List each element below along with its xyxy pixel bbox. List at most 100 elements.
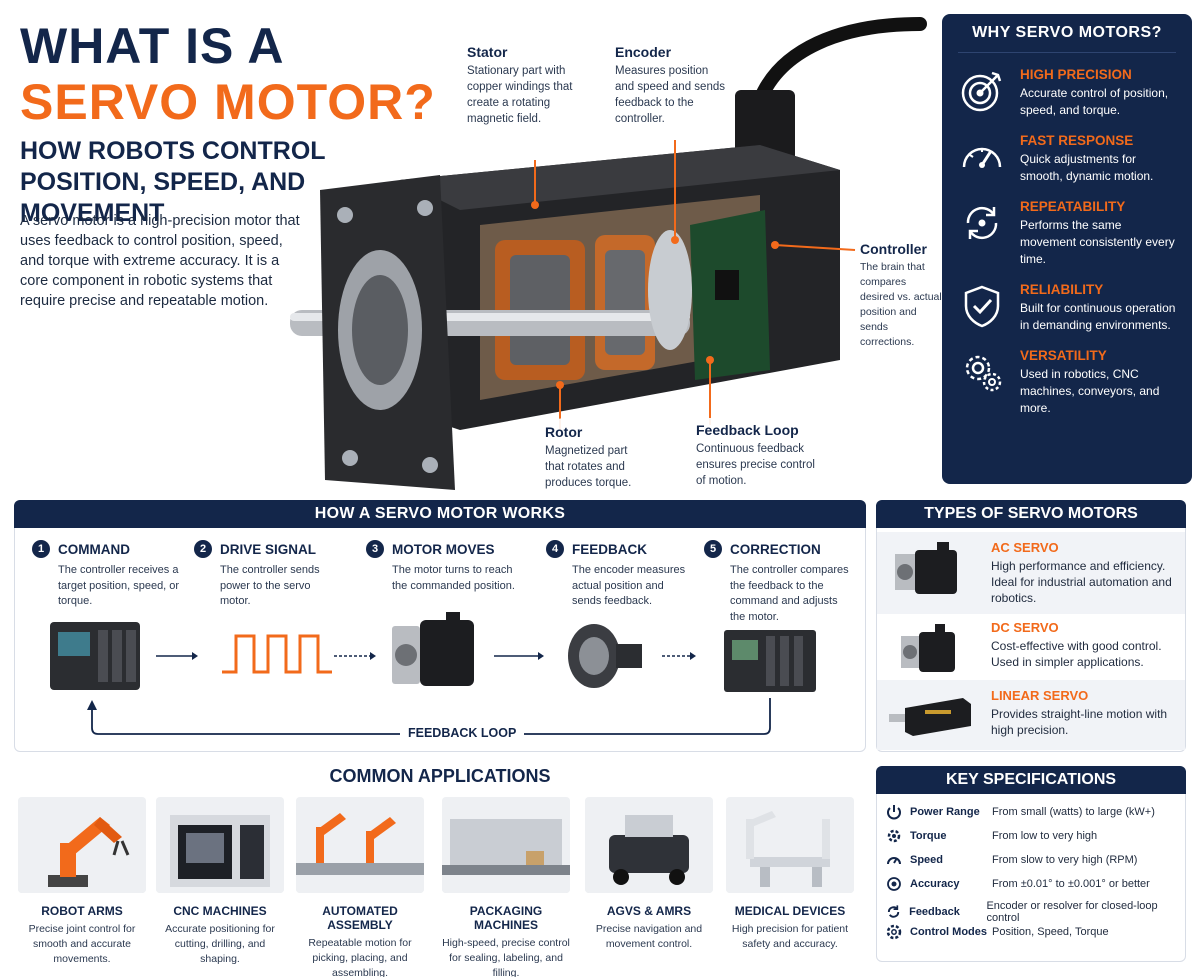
step-text: The controller compares the feedback to … xyxy=(730,564,849,623)
accuracy-icon xyxy=(887,877,901,891)
app-title: ROBOT ARMS xyxy=(41,904,123,918)
why-item-text: Quick adjustments for smooth, dynamic mo… xyxy=(1020,152,1154,183)
key-specifications-title: KEY SPECIFICATIONS xyxy=(876,766,1186,794)
spec-value: Position, Speed, Torque xyxy=(992,926,1109,938)
packaging-machine-image xyxy=(442,797,570,893)
target-icon xyxy=(961,71,1002,112)
how-it-works-flow-graphic xyxy=(50,612,816,735)
encoder-image xyxy=(568,624,642,688)
step-text: The controller sends power to the servo … xyxy=(220,564,320,607)
gears-icon xyxy=(965,355,1002,392)
spec-value: From low to very high xyxy=(992,830,1098,842)
why-servo-panel: WHY SERVO MOTORS? HIGH PRECISION Accurat… xyxy=(942,14,1192,484)
medical-robot-image xyxy=(726,797,854,893)
spec-label: Feedback xyxy=(909,906,960,918)
app-packaging-machines: PACKAGING MACHINES High-speed, precise c… xyxy=(442,797,570,977)
spec-row-accuracy: Accuracy From ±0.01° to ±0.001° or bette… xyxy=(886,876,1182,892)
type-linear-servo: LINEAR SERVO Provides straight-line moti… xyxy=(877,680,1185,750)
type-text: High performance and efficiency. Ideal f… xyxy=(991,559,1172,605)
speedometer-icon xyxy=(962,147,1002,168)
step-title: CORRECTION xyxy=(730,541,821,557)
servo-motor-image xyxy=(392,612,474,686)
why-item-title: REPEATABILITY xyxy=(1020,199,1126,214)
hero-description: A servo motor is a high-precision motor … xyxy=(20,213,300,309)
app-title: PACKAGING MACHINES xyxy=(469,904,543,932)
app-text: Precise joint control for smooth and acc… xyxy=(28,923,136,965)
why-item-reliability: RELIABILITY Built for continuous operati… xyxy=(958,282,1176,334)
torque-icon xyxy=(887,829,901,843)
app-text: Precise navigation and movement control. xyxy=(595,923,703,950)
why-item-precision: HIGH PRECISION Accurate control of posit… xyxy=(958,67,1176,119)
type-title: AC SERVO xyxy=(991,540,1059,555)
callout-stator: Stator Stationary part with copper windi… xyxy=(467,44,587,127)
type-title: DC SERVO xyxy=(991,620,1059,635)
app-text: High precision for patient safety and ac… xyxy=(731,923,849,950)
app-cnc-machines: CNC MACHINES Accurate positioning for cu… xyxy=(156,797,284,967)
spec-label: Accuracy xyxy=(910,878,960,890)
why-item-response: FAST RESPONSE Quick adjustments for smoo… xyxy=(958,133,1176,185)
app-text: Repeatable motion for picking, placing, … xyxy=(308,937,412,977)
callout-controller-title: Controller xyxy=(860,241,927,257)
spec-row-feedback: Feedback Encoder or resolver for closed-… xyxy=(886,900,1182,924)
type-title: LINEAR SERVO xyxy=(991,688,1089,703)
spec-label: Control Modes xyxy=(910,926,987,938)
repeat-icon xyxy=(966,206,998,240)
hero-subtitle: HOW ROBOTS CONTROL POSITION, SPEED, AND … xyxy=(20,137,326,227)
speed-icon xyxy=(887,857,901,865)
hero-title-line2: SERVO MOTOR? xyxy=(20,74,436,130)
app-title: MEDICAL DEVICES xyxy=(734,904,846,918)
how-it-works-title: HOW A SERVO MOTOR WORKS xyxy=(14,500,866,528)
why-item-repeatability: REPEATABILITY Performs the same movement… xyxy=(958,199,1176,268)
step-number: 4 xyxy=(546,540,564,558)
why-item-title: FAST RESPONSE xyxy=(1020,133,1134,148)
step-number: 5 xyxy=(704,540,722,558)
spec-row-power-range: Power Range From small (watts) to large … xyxy=(886,804,1182,820)
pwm-signal-icon xyxy=(222,634,332,674)
stator-windings xyxy=(495,235,655,380)
type-ac-servo: AC SERVO High performance and efficiency… xyxy=(877,532,1185,614)
step-number: 2 xyxy=(194,540,212,558)
linear-servo-image xyxy=(889,698,971,736)
key-specifications-section xyxy=(876,766,1186,962)
why-item-text: Performs the same movement consistently … xyxy=(1020,218,1175,266)
step-number: 3 xyxy=(366,540,384,558)
spec-value: From ±0.01° to ±0.001° or better xyxy=(992,878,1150,890)
app-robot-arms: ROBOT ARMS Precise joint control for smo… xyxy=(18,797,146,967)
hero-title-line1: WHAT IS A xyxy=(20,18,285,74)
app-agvs-amrs: AGVS & AMRS Precise navigation and movem… xyxy=(585,797,713,952)
ac-servo-image xyxy=(895,542,957,594)
applications-title: COMMON APPLICATIONS xyxy=(329,766,551,786)
spec-row-torque: Torque From low to very high xyxy=(886,828,1182,844)
step-text: The motor turns to reach the commanded p… xyxy=(392,564,515,592)
callout-encoder-title: Encoder xyxy=(615,44,672,60)
callout-controller-text: The brain that compares desired vs. actu… xyxy=(860,261,942,348)
encoder-disk xyxy=(648,230,692,350)
callout-controller: Controller The brain that compares desir… xyxy=(860,241,942,350)
controller-device-image xyxy=(50,622,140,690)
callout-feedback-loop-text: Continuous feedback ensures precise cont… xyxy=(696,443,815,487)
step-title: MOTOR MOVES xyxy=(392,541,495,557)
spec-label: Torque xyxy=(910,830,947,842)
callout-rotor-text: Magnetized part that rotates and produce… xyxy=(545,445,632,489)
spec-label: Speed xyxy=(910,854,944,866)
spec-value: From small (watts) to large (kW+) xyxy=(992,806,1155,818)
dc-servo-image xyxy=(901,624,955,672)
app-title: AGVS & AMRS xyxy=(606,904,692,918)
step-text: The encoder measures actual position and… xyxy=(572,564,686,607)
feedback-loop-label: FEEDBACK LOOP xyxy=(400,726,525,740)
callout-rotor: Rotor Magnetized part that rotates and p… xyxy=(527,418,667,497)
app-text: High-speed, precise control for sealing,… xyxy=(442,937,570,977)
why-item-text: Built for continuous operation in demand… xyxy=(1020,301,1176,332)
app-medical-devices: MEDICAL DEVICES High precision for patie… xyxy=(726,797,854,952)
why-item-title: HIGH PRECISION xyxy=(1020,67,1132,82)
callout-rotor-title: Rotor xyxy=(545,424,583,440)
callout-feedback-loop: Feedback Loop Continuous feedback ensure… xyxy=(690,418,830,493)
servo-motor-cutaway-illustration xyxy=(290,17,927,490)
app-title: CNC MACHINES xyxy=(173,904,267,918)
app-automated-assembly: AUTOMATED ASSEMBLY Repeatable motion for… xyxy=(296,797,424,977)
spec-value: From slow to very high (RPM) xyxy=(992,854,1138,866)
shield-check-icon xyxy=(964,285,1000,328)
feedback-icon xyxy=(887,905,900,918)
